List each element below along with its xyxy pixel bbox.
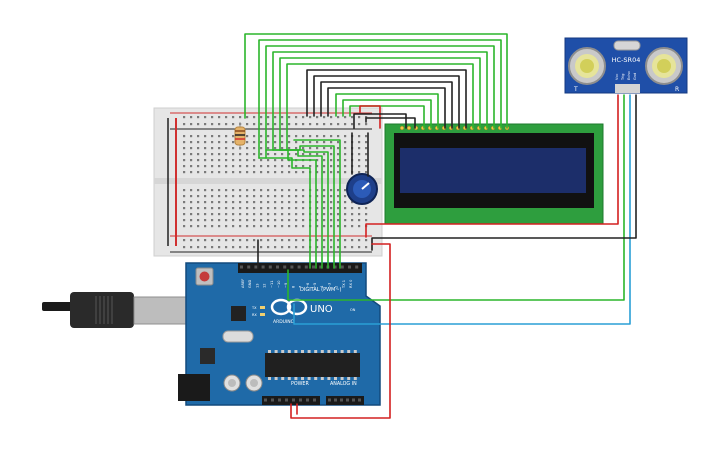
crystal — [222, 330, 254, 343]
sensor-model-label: HC-SR04 — [612, 56, 641, 64]
sensor-pin-label-vcc: Vcc — [615, 74, 619, 80]
wire-red-lcd — [359, 105, 381, 129]
header-pin — [297, 265, 301, 269]
reset-button-cap — [199, 271, 210, 282]
digital-label: DIGITAL (PWM~) — [300, 287, 342, 293]
power-header — [262, 396, 320, 405]
on-led-label: ON — [350, 308, 356, 312]
sensor-pin-label-trig: Trig — [621, 74, 625, 81]
header-pin-label: 7 — [299, 286, 303, 288]
analog-header — [326, 396, 364, 405]
wires — [244, 33, 637, 419]
wire-green-trig — [287, 94, 625, 301]
wire-green-6 — [286, 63, 474, 151]
lcd-pin — [406, 125, 412, 131]
header-pin — [283, 265, 287, 269]
bottom-pin-holes — [264, 398, 361, 402]
sensor-crystal — [613, 40, 641, 51]
wire-green-1 — [244, 33, 508, 129]
potentiometer — [346, 173, 378, 205]
resistor — [234, 122, 246, 150]
header-pin-label: 8 — [291, 285, 295, 288]
breadboard — [153, 107, 383, 257]
chip-pins — [268, 350, 357, 380]
header-pin-label: ~10 — [277, 280, 281, 288]
sensor-side-right: R — [675, 86, 679, 93]
analog-label: ANALOG IN — [330, 381, 357, 387]
header-pin — [355, 265, 359, 269]
header-pin — [247, 265, 251, 269]
header-pin — [268, 265, 272, 269]
header-pin-label: ~6 — [306, 282, 310, 288]
breadboard-holes — [183, 116, 368, 249]
sensor-pin-label-gnd: Gnd — [633, 73, 637, 80]
header-pin-label: GND — [248, 280, 252, 288]
header-pin — [333, 265, 337, 269]
power-label: POWER — [291, 381, 309, 387]
lcd-pin — [399, 125, 405, 131]
header-pin-label: RX 0 — [349, 279, 353, 288]
wire-green-9 — [349, 105, 425, 129]
usb-chip — [231, 306, 246, 321]
usb-cable — [42, 302, 76, 311]
wire-black-lcd-2 — [353, 113, 407, 129]
header-pin-label: 13 — [255, 283, 259, 288]
wire-green-5 — [279, 57, 481, 151]
wire-black-4 — [327, 87, 446, 129]
wire-black-2 — [313, 75, 460, 129]
wire-green-7 — [335, 93, 439, 129]
header-pin-label: TX 1 — [342, 280, 346, 289]
header-pin — [276, 265, 279, 269]
lcd-screen — [400, 148, 586, 193]
header-pin-label: 12 — [263, 283, 267, 288]
header-pin-label: ~9 — [284, 282, 288, 288]
wire-black-3 — [320, 81, 453, 129]
wire-black-lcd — [365, 117, 416, 129]
header-pin — [290, 265, 294, 269]
rx-led-label: RX — [252, 313, 257, 317]
header-pin-label: 2 — [335, 286, 339, 288]
digital-pin-holes — [240, 265, 359, 269]
dc-jack — [178, 374, 210, 401]
wire-green-2 — [258, 39, 502, 159]
wire-green-8 — [342, 99, 432, 129]
header-pin-label: ~11 — [270, 280, 274, 288]
header-pin-label: ~5 — [313, 283, 317, 288]
header-pin-label: 4 — [320, 285, 324, 288]
voltage-regulator — [200, 348, 215, 364]
header-pin — [319, 265, 323, 269]
header-pin — [261, 265, 265, 269]
wire-black-1 — [306, 69, 467, 129]
sensor-pin-header — [615, 84, 640, 93]
header-pin — [312, 265, 315, 269]
breadboard-center-channel — [154, 178, 382, 184]
lcd-module — [384, 123, 604, 225]
header-pin — [348, 265, 351, 269]
sensor-pin-label-echo: Echo — [627, 71, 631, 80]
wire-red-5v — [290, 243, 391, 419]
tx-led-label: TX — [251, 306, 257, 310]
header-pin — [240, 265, 243, 269]
header-pin-label: ~3 — [327, 283, 331, 288]
usb-plug-body — [70, 292, 134, 328]
header-pin-label: AREF — [241, 279, 245, 288]
brand-label: ARDUINO — [273, 319, 295, 325]
atmega-chip — [265, 353, 360, 377]
header-pin — [254, 265, 258, 269]
wire-blue-echo — [293, 94, 631, 325]
ultrasonic-sensor: HC-SR04 T R Vcc Trig Echo Gnd — [564, 37, 688, 94]
header-pin — [304, 265, 308, 269]
sensor-side-left: T — [573, 86, 578, 93]
wire-green-3 — [265, 45, 495, 159]
usb-port — [133, 296, 189, 325]
board-name: UNO — [310, 304, 333, 315]
header-pin — [340, 265, 344, 269]
wire-green-4 — [272, 51, 488, 151]
wire-red-sensor-vcc — [365, 94, 619, 238]
